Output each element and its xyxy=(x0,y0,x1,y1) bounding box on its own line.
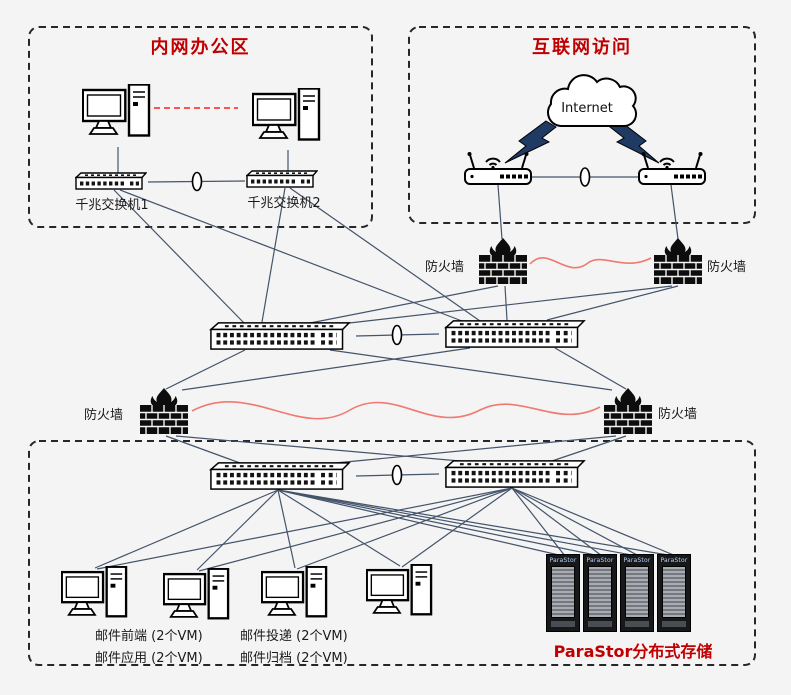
edge xyxy=(96,487,513,570)
office-switch-2-label: 千兆交换机2 xyxy=(247,196,321,211)
red-links xyxy=(154,107,652,420)
office-zone-border xyxy=(28,26,373,228)
edge xyxy=(511,487,677,557)
internet-zone-title: 互联网访问 xyxy=(532,37,632,58)
cloud-shape xyxy=(546,74,638,128)
edge xyxy=(401,487,513,568)
edge xyxy=(277,489,601,557)
firewall-mid-right-label: 防火墙 xyxy=(658,407,698,422)
mail-archive-label: 邮件归档 (2个VM) xyxy=(240,651,348,666)
edge xyxy=(670,184,679,240)
firewall-sync-link-top xyxy=(529,257,652,269)
rack-front-panel xyxy=(662,566,686,618)
firewall-top-left[interactable] xyxy=(478,238,528,285)
firewall-mid-left-label: 防火墙 xyxy=(84,408,124,423)
firewall-top-left-label: 防火墙 xyxy=(425,260,465,275)
internet-cloud[interactable]: Internet xyxy=(546,74,638,128)
edge xyxy=(551,435,627,462)
office-pc-2[interactable] xyxy=(252,88,321,141)
edge xyxy=(497,184,503,240)
edge xyxy=(511,487,603,557)
firewall-top-right[interactable] xyxy=(653,238,703,285)
edge xyxy=(296,487,513,570)
wireless-router-left[interactable] xyxy=(464,151,532,185)
storage-title: ParaStor分布式存储 xyxy=(553,642,713,661)
office-switch-1[interactable] xyxy=(75,172,147,190)
edge xyxy=(329,349,613,391)
edge xyxy=(289,187,481,322)
edge xyxy=(277,489,638,557)
office-switch-2[interactable] xyxy=(246,170,318,188)
edge xyxy=(511,487,566,557)
storage-rack-3[interactable]: ParaStor xyxy=(620,554,654,632)
storage-rack-2[interactable]: ParaStor xyxy=(583,554,617,632)
edge xyxy=(331,285,673,326)
link-bundle-icon xyxy=(391,464,403,486)
office-switch-1-label: 千兆交换机1 xyxy=(75,198,149,213)
network-links xyxy=(94,147,679,572)
link-bundle-icon xyxy=(579,167,591,187)
storage-rack-1[interactable]: ParaStor xyxy=(546,554,580,632)
rack-label: ParaStor xyxy=(586,557,614,564)
edge xyxy=(261,187,286,323)
edge xyxy=(119,189,463,322)
edge xyxy=(181,347,471,391)
mail-server-pc-4[interactable] xyxy=(366,564,433,616)
cloud-label: Internet xyxy=(561,101,613,116)
rack-base xyxy=(588,621,612,627)
mail-server-pc-2[interactable] xyxy=(163,568,230,620)
rack-label: ParaStor xyxy=(660,557,688,564)
edge xyxy=(304,285,499,325)
edge xyxy=(94,489,279,569)
edge xyxy=(175,435,461,462)
rack-front-panel xyxy=(588,566,612,618)
storage-rack-4[interactable]: ParaStor xyxy=(657,554,691,632)
firewall-top-right-label: 防火墙 xyxy=(707,260,747,275)
rack-front-panel xyxy=(551,566,575,618)
firewall-mid-right[interactable] xyxy=(603,388,653,435)
core-switch-1[interactable] xyxy=(211,323,349,349)
edge xyxy=(198,487,513,572)
edge xyxy=(546,285,679,321)
internet-zone-border xyxy=(408,26,756,224)
office-zone-title: 内网办公区 xyxy=(150,37,251,58)
rack-label: ParaStor xyxy=(549,557,577,564)
lightning-bolt-right xyxy=(609,120,660,164)
edge xyxy=(511,487,640,557)
link-bundle-icon xyxy=(391,324,403,346)
mail-app-label: 邮件应用 (2个VM) xyxy=(95,651,203,666)
link-bundle-icon xyxy=(191,171,203,192)
firewall-sync-link-mid xyxy=(191,401,601,420)
edge xyxy=(196,489,279,571)
mail-server-pc-3[interactable] xyxy=(261,566,328,618)
edge xyxy=(277,489,675,557)
mail-frontend-label: 邮件前端 (2个VM) xyxy=(95,629,203,644)
office-pc-1[interactable] xyxy=(82,84,151,137)
datacenter-switch-1[interactable] xyxy=(211,463,349,489)
edge xyxy=(334,435,617,464)
edge xyxy=(165,435,241,464)
edge xyxy=(113,189,245,324)
mail-server-pc-1[interactable] xyxy=(61,566,128,618)
edge xyxy=(277,489,296,569)
firewall-mid-left[interactable] xyxy=(139,388,189,435)
core-switch-2[interactable] xyxy=(446,321,584,347)
lightning-bolt-left xyxy=(504,120,557,164)
rack-front-panel xyxy=(625,566,649,618)
rack-base xyxy=(625,621,649,627)
edge xyxy=(554,347,627,390)
mail-delivery-label: 邮件投递 (2个VM) xyxy=(240,629,348,644)
datacenter-switch-2[interactable] xyxy=(446,461,584,487)
edge xyxy=(165,349,246,390)
rack-label: ParaStor xyxy=(623,557,651,564)
edge xyxy=(504,285,508,321)
edge xyxy=(277,489,401,567)
datacenter-zone-border xyxy=(28,440,756,666)
rack-base xyxy=(662,621,686,627)
rack-base xyxy=(551,621,575,627)
